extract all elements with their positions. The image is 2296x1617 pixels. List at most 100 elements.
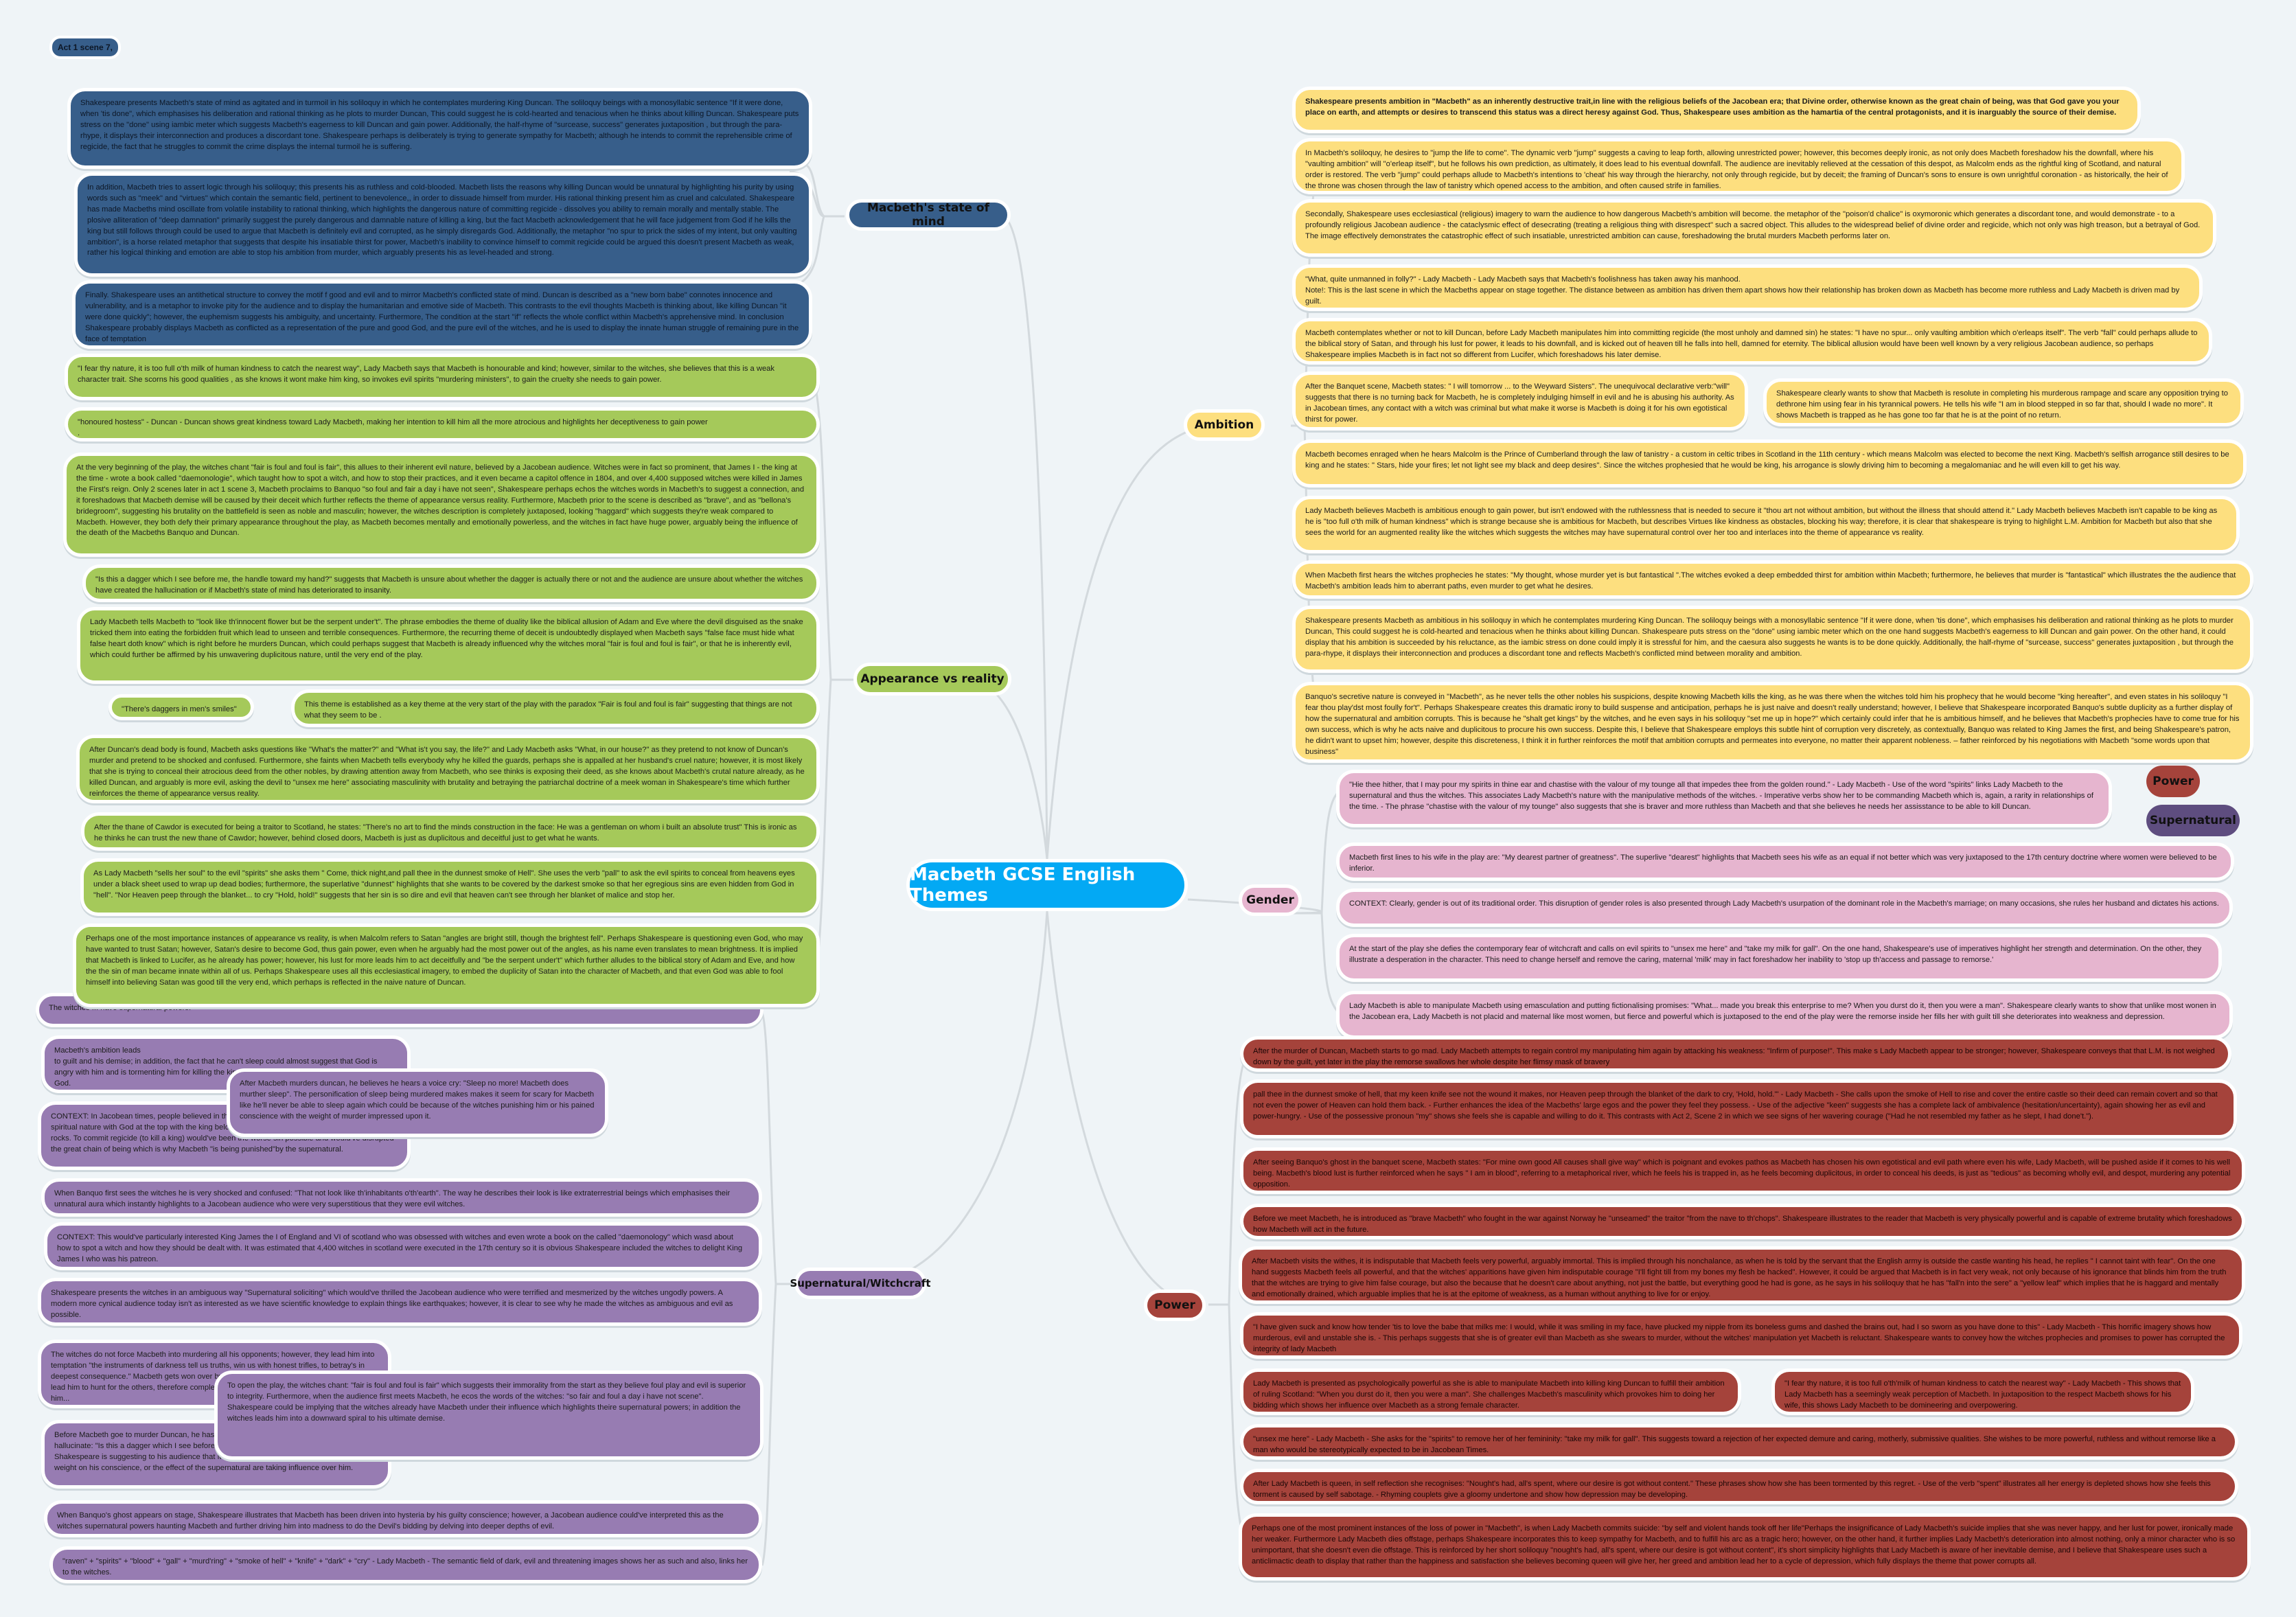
note-text: "What, quite unmanned in folly?" - Lady … bbox=[1305, 275, 2180, 306]
note-power-4[interactable]: Before we meet Macbeth, he is introduced… bbox=[1240, 1204, 2245, 1239]
note-gender-2[interactable]: Macbeth first lines to his wife in the p… bbox=[1336, 842, 2234, 881]
note-state-of-mind-3[interactable]: Finally. Shakespeare uses an antithetica… bbox=[72, 280, 812, 349]
note-ambition-4[interactable]: "What, quite unmanned in folly?" - Lady … bbox=[1292, 264, 2203, 311]
tag-supernatural[interactable]: Supernatural bbox=[2146, 805, 2240, 836]
note-ambition-7[interactable]: Shakespeare clearly wants to show that M… bbox=[1763, 378, 2244, 426]
note-text: "I fear thy nature, it is too full o'th … bbox=[78, 365, 774, 384]
note-text: Perhaps one of the most prominent instan… bbox=[1252, 1524, 2236, 1566]
branch-power[interactable]: Power bbox=[1144, 1289, 1206, 1321]
note-text: Finally. Shakespeare uses an antithetica… bbox=[85, 291, 799, 343]
note-text: Secondally, Shakespeare uses ecclesiasti… bbox=[1305, 210, 2201, 240]
note-text: Perhaps one of the most importance insta… bbox=[86, 934, 803, 987]
note-supernatural-5[interactable]: When Banquo first sees the witches he is… bbox=[41, 1178, 762, 1217]
note-ambition-3[interactable]: Secondally, Shakespeare uses ecclesiasti… bbox=[1292, 199, 2216, 257]
note-power-10[interactable]: After Lady Macbeth is queen, in self ref… bbox=[1240, 1469, 2238, 1504]
note-text: "Is this a dagger which I see before me,… bbox=[95, 575, 803, 595]
note-appearance-8[interactable]: After the thane of Cawdor is executed fo… bbox=[81, 812, 820, 851]
note-power-3[interactable]: After seeing Banquo's ghost in the banqu… bbox=[1240, 1147, 2245, 1194]
tag-power[interactable]: Power bbox=[2146, 766, 2200, 797]
note-text: Lady Macbeth believes Macbeth is ambitio… bbox=[1305, 507, 2218, 537]
note-text: Shakespeare presents Macbeth's state of … bbox=[80, 99, 799, 151]
note-text: After the murder of Duncan, Macbeth star… bbox=[1253, 1047, 2215, 1066]
note-text: At the very beginning of the play, the w… bbox=[76, 463, 805, 538]
note-text: Lady Macbeth tells Macbeth to "look like… bbox=[90, 618, 803, 659]
note-text: After the thane of Cawdor is executed fo… bbox=[94, 823, 797, 842]
note-text: Banquo's secretive nature is conveyed in… bbox=[1305, 693, 2240, 756]
note-appearance-9[interactable]: As Lady Macbeth "sells her soul" to the … bbox=[80, 858, 820, 916]
note-ambition-11[interactable]: Shakespeare presents Macbeth as ambitiou… bbox=[1292, 606, 2253, 673]
note-ambition-1[interactable]: Shakespeare presents ambition in "Macbet… bbox=[1292, 87, 2141, 133]
note-text: After Duncan's dead body is found, Macbe… bbox=[89, 746, 805, 798]
note-appearance-4[interactable]: "Is this a dagger which I see before me,… bbox=[82, 564, 820, 602]
note-power-11[interactable]: Perhaps one of the most prominent instan… bbox=[1239, 1513, 2251, 1581]
note-power-9[interactable]: "unsex me here" - Lady Macbeth - She ask… bbox=[1240, 1424, 2238, 1460]
note-text: Lady Macbeth is presented as psychologic… bbox=[1253, 1379, 1725, 1410]
act-scene-label[interactable]: Act 1 scene 7, bbox=[49, 36, 121, 59]
note-supernatural-4[interactable]: After Macbeth murders duncan, he believe… bbox=[227, 1068, 608, 1137]
note-appearance-2[interactable]: "honoured hostess" - Duncan - Duncan sho… bbox=[65, 407, 820, 441]
note-text: When Macbeth first hears the witches pro… bbox=[1305, 571, 2236, 590]
note-text: "I have given suck and know how tender '… bbox=[1253, 1323, 2225, 1353]
note-text: Shakespeare presents the witches in an a… bbox=[51, 1289, 733, 1319]
note-text: "raven" + "spirits" + "blood" + "gall" +… bbox=[62, 1557, 748, 1576]
note-appearance-6[interactable]: This theme is established as a key theme… bbox=[291, 689, 820, 727]
note-ambition-6[interactable]: After the Banquet scene, Macbeth states:… bbox=[1292, 371, 1748, 431]
branch-state-of-mind[interactable]: Macbeth's state of mind bbox=[846, 199, 1011, 231]
note-gender-3[interactable]: CONTEXT: Clearly, gender is out of its t… bbox=[1336, 888, 2233, 927]
branch-supernatural-witchcraft[interactable]: Supernatural/Witchcraft bbox=[790, 1268, 931, 1299]
note-power-6[interactable]: "I have given suck and know how tender '… bbox=[1240, 1312, 2242, 1359]
note-gender-1[interactable]: "Hie thee hither, that I may pour my spi… bbox=[1336, 770, 2112, 827]
note-text: Shakespeare clearly wants to show that M… bbox=[1776, 389, 2228, 420]
note-text: At the start of the play she defies the … bbox=[1349, 945, 2202, 964]
note-ambition-5[interactable]: Macbeth contemplates whether or not to k… bbox=[1292, 318, 2212, 365]
note-ambition-9[interactable]: Lady Macbeth believes Macbeth is ambitio… bbox=[1292, 496, 2240, 553]
note-power-8[interactable]: "I fear thy nature, it is too full o'th'… bbox=[1771, 1368, 2194, 1415]
note-appearance-7[interactable]: After Duncan's dead body is found, Macbe… bbox=[76, 735, 820, 803]
note-power-5[interactable]: After Macbeth visits the withes, it is i… bbox=[1239, 1246, 2245, 1304]
note-text: This theme is established as a key theme… bbox=[304, 700, 792, 720]
note-ambition-10[interactable]: When Macbeth first hears the witches pro… bbox=[1292, 560, 2253, 599]
note-text: "honoured hostess" - Duncan - Duncan sho… bbox=[78, 418, 708, 437]
note-power-7[interactable]: Lady Macbeth is presented as psychologic… bbox=[1240, 1368, 1741, 1415]
note-text: Shakespeare presents ambition in "Macbet… bbox=[1305, 98, 2120, 117]
branch-gender[interactable]: Gender bbox=[1239, 884, 1302, 916]
note-ambition-2[interactable]: In Macbeth's soliloquy, he desires to "j… bbox=[1292, 138, 2185, 194]
note-ambition-8[interactable]: Macbeth becomes enraged when he hears Ma… bbox=[1292, 439, 2247, 488]
note-text: After seeing Banquo's ghost in the banqu… bbox=[1253, 1158, 2231, 1189]
note-supernatural-10[interactable]: To open the play, the witches chant: "fa… bbox=[214, 1371, 764, 1460]
note-text: In addition, Macbeth tries to assert log… bbox=[87, 183, 797, 257]
note-text: Macbeth contemplates whether or not to k… bbox=[1305, 329, 2198, 359]
note-supernatural-6[interactable]: CONTEXT: This would've particularly inte… bbox=[44, 1222, 762, 1270]
note-appearance-1[interactable]: "I fear thy nature, it is too full o'th … bbox=[65, 354, 820, 400]
note-text: CONTEXT: Clearly, gender is out of its t… bbox=[1349, 899, 2219, 908]
branch-appearance-vs-reality[interactable]: Appearance vs reality bbox=[853, 663, 1011, 696]
note-text: Lady Macbeth is able to manipulate Macbe… bbox=[1349, 1002, 2216, 1021]
note-text: When Banquo's ghost appears on stage, Sh… bbox=[57, 1511, 724, 1530]
branch-ambition[interactable]: Ambition bbox=[1184, 409, 1265, 441]
note-appearance-10[interactable]: Perhaps one of the most importance insta… bbox=[73, 924, 820, 1007]
note-text: Shakespeare presents Macbeth as ambitiou… bbox=[1305, 617, 2234, 658]
central-topic[interactable]: Macbeth GCSE English Themes bbox=[906, 859, 1188, 911]
note-power-1[interactable]: After the murder of Duncan, Macbeth star… bbox=[1240, 1036, 2231, 1072]
note-gender-5[interactable]: Lady Macbeth is able to manipulate Macbe… bbox=[1336, 991, 2233, 1039]
note-text: "There's daggers in men's smiles" bbox=[122, 705, 237, 713]
note-text: Macbeth first lines to his wife in the p… bbox=[1349, 853, 2217, 873]
note-ambition-12[interactable]: Banquo's secretive nature is conveyed in… bbox=[1292, 682, 2253, 763]
note-text: Macbeth becomes enraged when he hears Ma… bbox=[1305, 450, 2229, 470]
note-appearance-3[interactable]: At the very beginning of the play, the w… bbox=[63, 452, 820, 557]
note-text: After Macbeth visits the withes, it is i… bbox=[1252, 1257, 2227, 1298]
note-text: In Macbeth's soliloquy, he desires to "j… bbox=[1305, 149, 2168, 190]
note-state-of-mind-2[interactable]: In addition, Macbeth tries to assert log… bbox=[74, 172, 812, 277]
note-text: When Banquo first sees the witches he is… bbox=[54, 1189, 731, 1208]
note-supernatural-7[interactable]: Shakespeare presents the witches in an a… bbox=[38, 1278, 762, 1326]
note-appearance-5[interactable]: Lady Macbeth tells Macbeth to "look like… bbox=[77, 607, 820, 684]
note-power-2[interactable]: pall thee in the dunnest smoke of hell, … bbox=[1240, 1079, 2237, 1138]
note-text: "I fear thy nature, it is too full o'th'… bbox=[1784, 1379, 2181, 1410]
note-gender-4[interactable]: At the start of the play she defies the … bbox=[1336, 934, 2222, 982]
note-text: "unsex me here" - Lady Macbeth - She ask… bbox=[1253, 1435, 2216, 1454]
note-appearance-quote[interactable]: "There's daggers in men's smiles" bbox=[108, 694, 254, 720]
note-supernatural-11[interactable]: When Banquo's ghost appears on stage, Sh… bbox=[44, 1500, 762, 1537]
note-text: CONTEXT: This would've particularly inte… bbox=[57, 1233, 743, 1263]
note-state-of-mind-1[interactable]: Shakespeare presents Macbeth's state of … bbox=[67, 88, 812, 169]
note-supernatural-12[interactable]: "raven" + "spirits" + "blood" + "gall" +… bbox=[49, 1546, 762, 1583]
